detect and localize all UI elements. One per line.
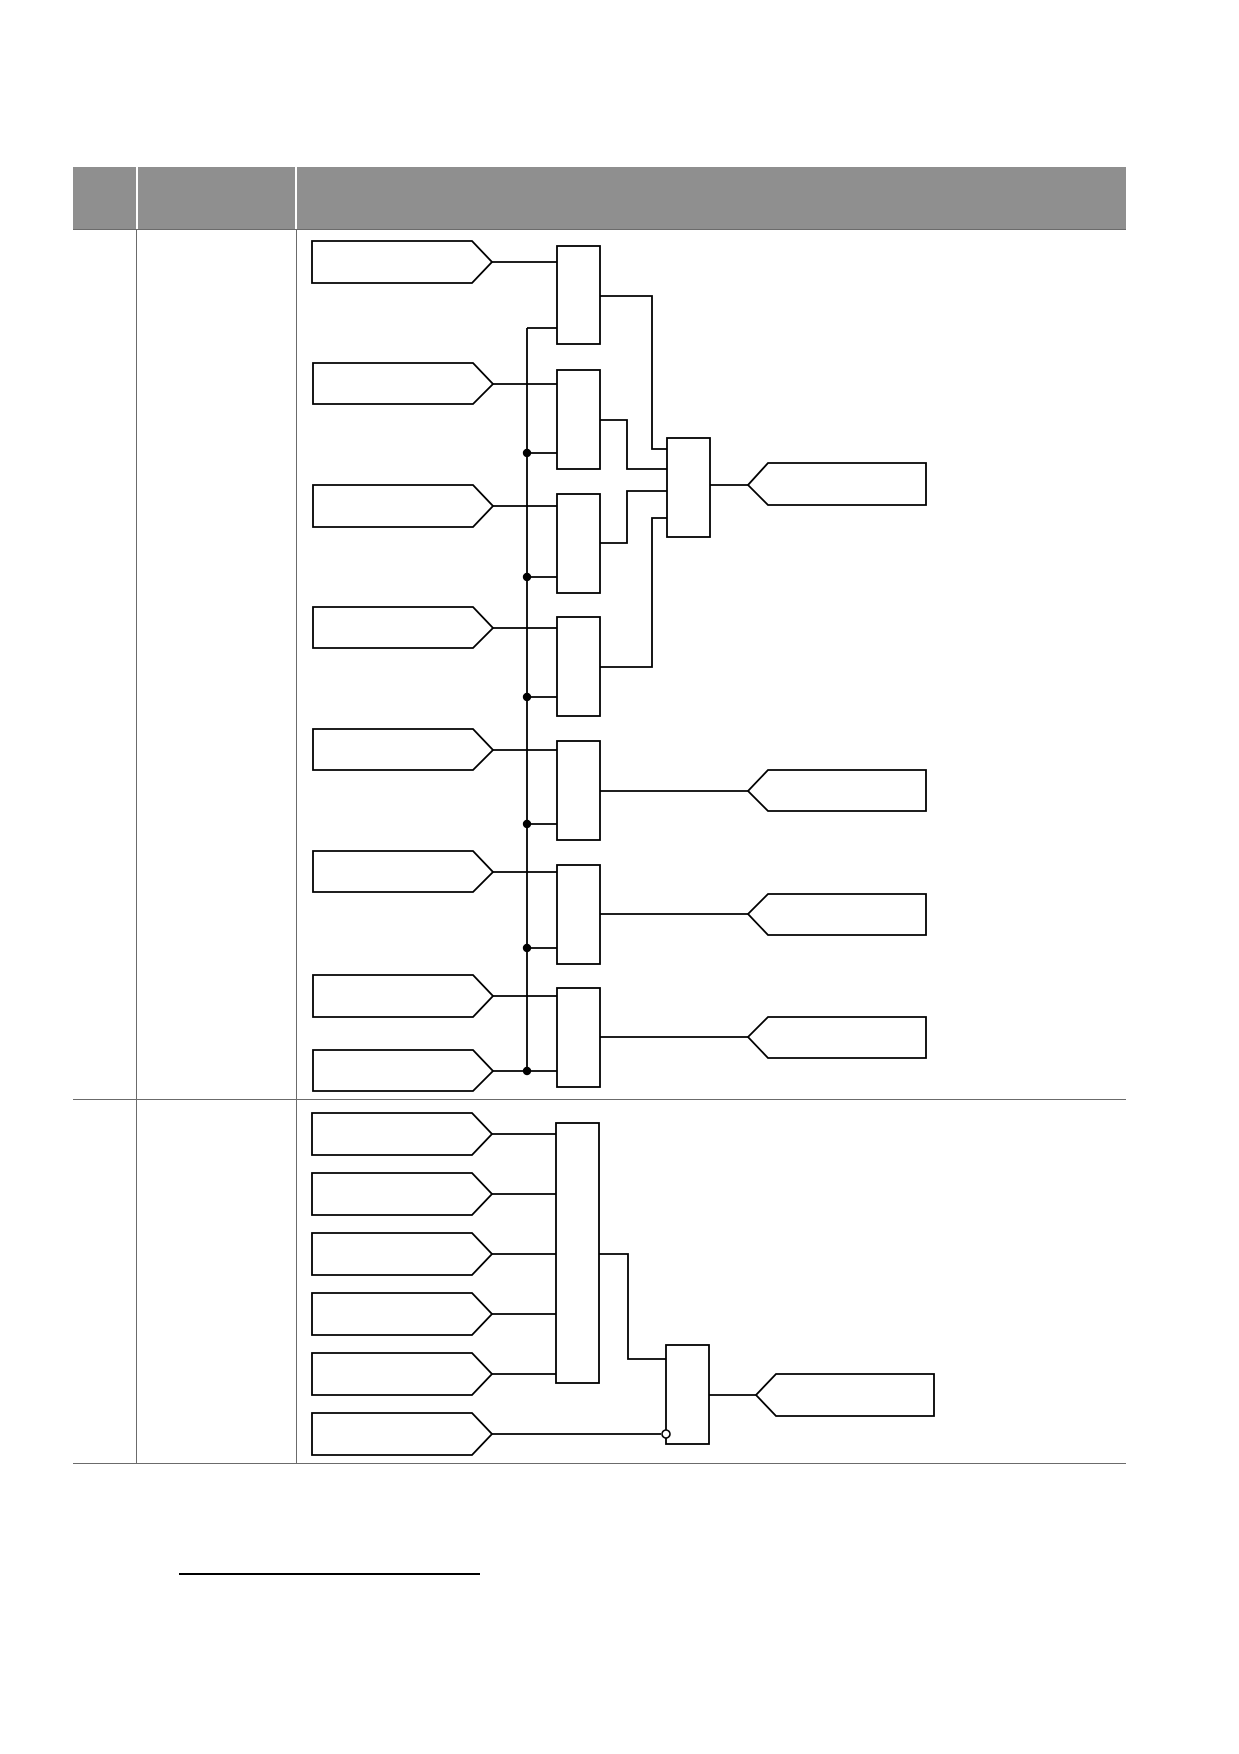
input-flag-2 bbox=[312, 362, 495, 405]
header-separator bbox=[295, 167, 297, 230]
input-flag-10 bbox=[311, 1172, 494, 1216]
input-flag-14 bbox=[311, 1412, 494, 1456]
input-flag-11 bbox=[311, 1232, 494, 1276]
input-flag-7 bbox=[312, 974, 495, 1018]
gate-6 bbox=[556, 864, 601, 965]
gate-2 bbox=[556, 369, 601, 470]
output-flag-1 bbox=[746, 462, 927, 506]
gate-4 bbox=[556, 616, 601, 717]
input-flag-13 bbox=[311, 1352, 494, 1396]
junction-dot bbox=[522, 819, 532, 829]
gate-5 bbox=[556, 740, 601, 841]
gate-1 bbox=[556, 245, 601, 345]
input-flag-12 bbox=[311, 1292, 494, 1336]
input-flag-6 bbox=[312, 850, 495, 893]
input-flag-1 bbox=[311, 240, 494, 284]
junction-dot bbox=[522, 692, 532, 702]
inversion-bubble bbox=[661, 1429, 671, 1439]
table-header bbox=[73, 167, 1126, 230]
output-flag-3 bbox=[746, 893, 927, 936]
gate-final bbox=[665, 1344, 710, 1445]
gate-multi-input bbox=[555, 1122, 600, 1384]
header-separator bbox=[136, 167, 138, 230]
table-bottom-rule bbox=[73, 1463, 1126, 1464]
input-flag-8 bbox=[312, 1049, 495, 1092]
gate-3 bbox=[556, 493, 601, 594]
junction-dot bbox=[522, 572, 532, 582]
input-flag-5 bbox=[312, 728, 495, 771]
footnote-rule bbox=[179, 1573, 480, 1575]
column-divider bbox=[296, 230, 297, 1464]
input-flag-3 bbox=[312, 484, 495, 528]
output-flag-4 bbox=[746, 1016, 927, 1059]
output-flag-5 bbox=[754, 1373, 935, 1417]
input-flag-4 bbox=[312, 606, 495, 649]
row-divider bbox=[73, 1099, 1126, 1100]
input-flag-9 bbox=[311, 1112, 494, 1156]
output-flag-2 bbox=[746, 769, 927, 812]
junction-dot bbox=[522, 943, 532, 953]
gate-combine bbox=[666, 437, 711, 538]
junction-dot bbox=[522, 1066, 532, 1076]
header-bottom-rule bbox=[73, 229, 1126, 230]
column-divider bbox=[136, 230, 137, 1464]
junction-dot bbox=[522, 448, 532, 458]
gate-7 bbox=[556, 987, 601, 1088]
